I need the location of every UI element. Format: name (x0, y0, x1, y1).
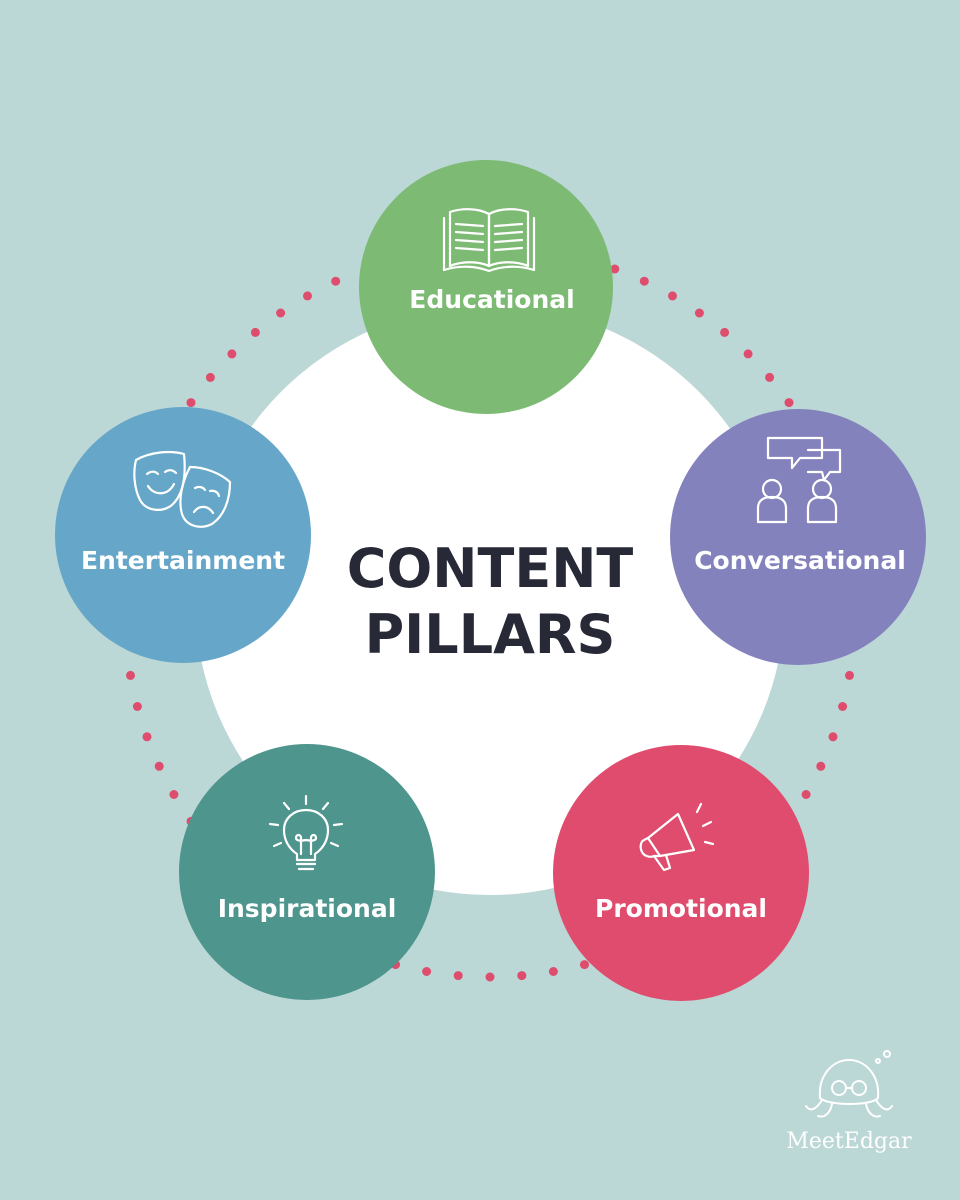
pillar-entertainment-label: Entertainment (81, 546, 285, 575)
ring-dot (828, 732, 838, 742)
pillar-inspirational: Inspirational (179, 744, 435, 1000)
pillar-inspirational-label: Inspirational (218, 894, 397, 923)
ring-dot (548, 967, 558, 976)
pillar-promotional: Promotional (553, 745, 809, 1001)
ring-dot (331, 276, 341, 286)
ring-dot (610, 264, 620, 274)
ring-dot (765, 372, 775, 382)
ring-dot (743, 349, 753, 359)
megaphone-icon (639, 802, 715, 872)
pillar-entertainment-circle (55, 407, 311, 663)
ring-dot (250, 327, 260, 337)
center-title: CONTENT PILLARS (347, 537, 634, 666)
octopus-logo-icon (805, 1050, 893, 1118)
pillar-entertainment: Entertainment (55, 407, 311, 663)
ring-dot (169, 790, 179, 799)
ring-dot (276, 308, 286, 318)
ring-dot (453, 971, 463, 981)
ring-dot (720, 327, 730, 337)
ring-dot (838, 702, 848, 711)
ring-dot (142, 732, 152, 742)
ring-dot (784, 398, 794, 408)
pillar-conversational-label: Conversational (694, 546, 906, 575)
pillar-promotional-circle (553, 745, 809, 1001)
pillar-educational-label: Educational (409, 285, 574, 314)
ring-dot (845, 670, 854, 680)
ring-dot (186, 398, 196, 408)
ring-dot (668, 291, 677, 301)
center-circle (195, 305, 785, 895)
chat-people-icon (756, 436, 842, 524)
ring-dot (517, 971, 527, 981)
lightbulb-icon (268, 794, 344, 871)
ring-dot (132, 702, 142, 711)
ring-dot (126, 670, 135, 680)
brand-name: MeetEdgar (786, 1129, 912, 1154)
center-title-line-2: PILLARS (365, 603, 616, 666)
theater-masks-icon (133, 450, 232, 528)
ring-dot (801, 790, 811, 799)
ring-dot (639, 276, 649, 286)
brand-logo: MeetEdgar (786, 1050, 912, 1154)
pillar-inspirational-circle (179, 744, 435, 1000)
ring-dot (154, 761, 164, 771)
ring-dot (580, 960, 589, 970)
ring-dot (816, 761, 826, 771)
pillar-promotional-label: Promotional (595, 894, 767, 923)
pillar-educational: Educational (359, 160, 613, 414)
ring-dot (485, 972, 495, 982)
ring-dot (303, 291, 312, 301)
pillar-educational-circle (359, 160, 613, 414)
pillar-conversational-circle (670, 409, 926, 665)
ring-dot (694, 308, 704, 318)
ring-dot (227, 349, 237, 359)
center-title-line-1: CONTENT (347, 537, 634, 600)
ring-dot (205, 372, 215, 382)
open-book-icon (442, 208, 536, 273)
pillar-conversational: Conversational (670, 409, 926, 665)
ring-dot (422, 967, 432, 976)
